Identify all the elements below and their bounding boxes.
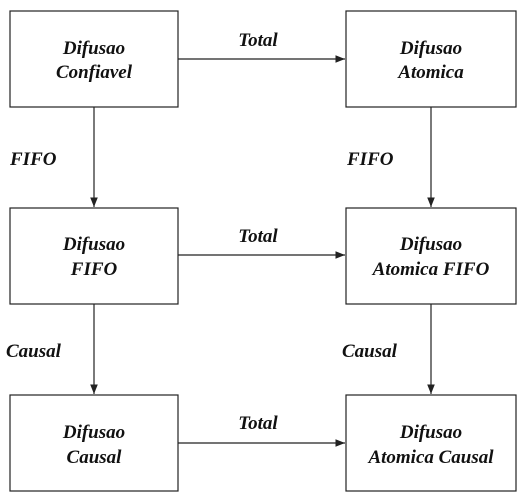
node-difusao-causal: Difusao Causal — [9, 394, 179, 492]
edge-label-total: Total — [238, 226, 278, 247]
node-difusao-atomica-causal: Difusao Atomica Causal — [345, 394, 517, 492]
edge-label-causal: Causal — [6, 341, 62, 362]
edge-label-fifo: FIFO — [346, 149, 394, 170]
edge-label-causal: Causal — [342, 341, 398, 362]
edge-label-fifo: FIFO — [9, 149, 57, 170]
node-subtitle: Atomica Causal — [367, 447, 494, 468]
node-difusao-confiavel: Difusao Confiavel — [9, 10, 179, 108]
node-subtitle: Atomica FIFO — [372, 259, 490, 280]
node-title: Difusao — [62, 422, 125, 443]
node-title: Difusao — [399, 422, 462, 443]
node-title: Difusao — [399, 38, 462, 59]
node-difusao-atomica: Difusao Atomica — [345, 10, 517, 108]
node-title: Difusao — [62, 234, 125, 255]
node-difusao-fifo: Difusao FIFO — [9, 207, 179, 305]
node-subtitle: FIFO — [70, 259, 118, 280]
node-title: Difusao — [62, 38, 125, 59]
node-title: Difusao — [399, 234, 462, 255]
edge-label-total: Total — [238, 30, 278, 51]
node-difusao-atomica-fifo: Difusao Atomica FIFO — [345, 207, 517, 305]
node-subtitle: Atomica — [397, 62, 464, 83]
node-subtitle: Causal — [67, 447, 123, 468]
node-subtitle: Confiavel — [56, 62, 133, 83]
edge-label-total: Total — [238, 413, 278, 434]
